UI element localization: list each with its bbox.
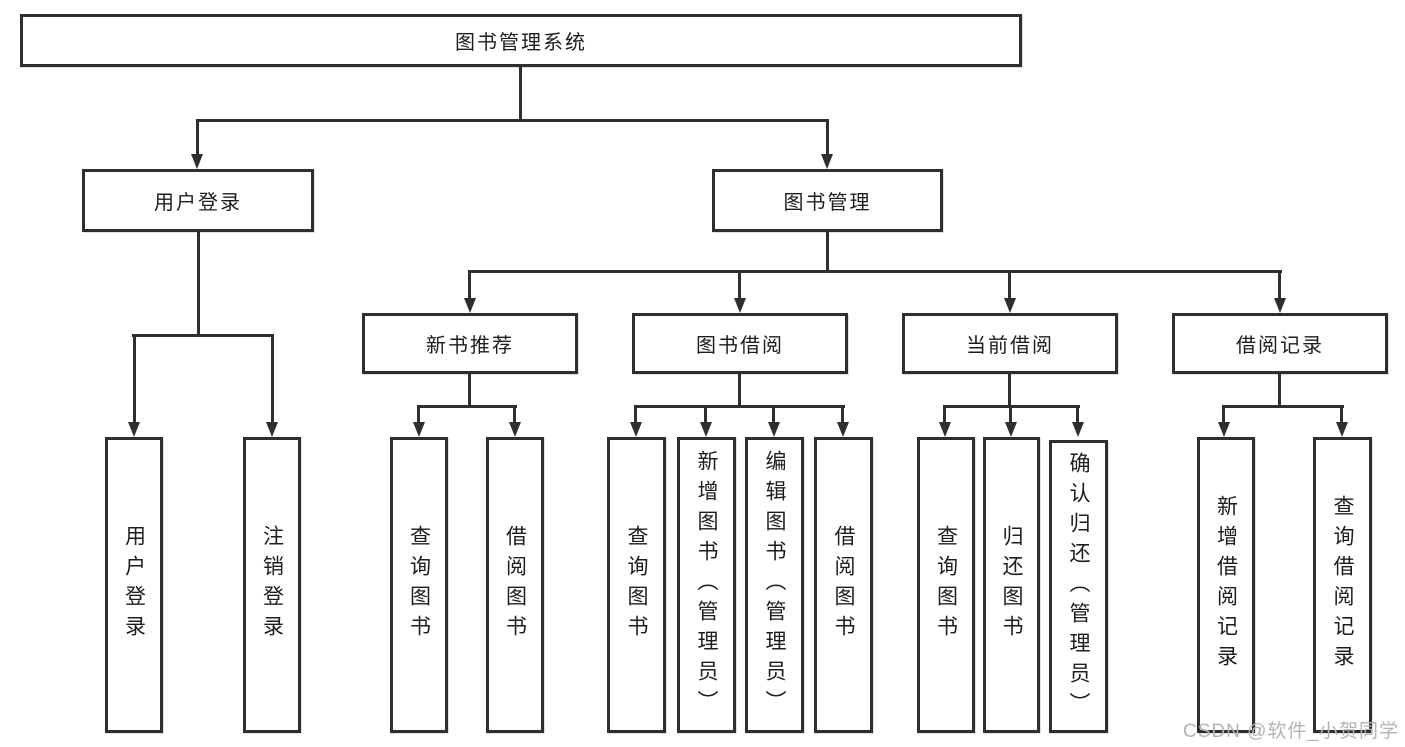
leaf-bb-query-books: 查询图书 [607,437,666,733]
node-current-borrow: 当前借阅 [902,313,1118,374]
connector-line [841,407,844,424]
leaf-nb-borrow-books: 借阅图书 [486,437,544,733]
connector-line [196,121,199,156]
node-current-borrow-label: 当前借阅 [966,335,1054,357]
arrowhead-down-icon [266,422,278,437]
connector-line [1222,405,1344,408]
leaf-user-login: 用户登录 [105,437,163,733]
connector-line [738,374,741,407]
arrowhead-down-icon [1072,422,1084,437]
leaf-logout: 注销登录 [243,437,301,733]
arrowhead-down-icon [768,422,780,437]
arrowhead-down-icon [1005,422,1017,437]
node-root: 图书管理系统 [20,14,1022,67]
connector-line [417,407,420,424]
leaf-br-query-record: 查询借阅记录 [1313,437,1372,733]
arrowhead-down-icon [700,422,712,437]
connector-line [1278,374,1281,407]
node-new-book-recommend-label: 新书推荐 [426,335,514,357]
leaf-user-login-label: 用户登录 [122,525,146,645]
arrowhead-down-icon [1274,298,1286,313]
connector-line [943,405,1080,408]
arrowhead-down-icon [821,154,833,169]
arrowhead-down-icon [630,422,642,437]
leaf-nb-borrow-books-label: 借阅图书 [503,525,527,645]
connector-line [468,270,1282,273]
arrowhead-down-icon [939,422,951,437]
leaf-br-query-record-label: 查询借阅记录 [1331,495,1354,675]
leaf-bb-borrow-books-label: 借阅图书 [832,525,855,645]
leaf-nb-query-books-label: 查询图书 [407,525,431,645]
connector-line [468,374,471,407]
node-borrow-records-label: 借阅记录 [1236,335,1324,357]
leaf-cb-query-books: 查询图书 [917,437,975,733]
leaf-cb-confirm-return-label: 确认归还（管理员） [1067,451,1090,722]
leaf-logout-label: 注销登录 [260,525,284,645]
leaf-br-add-record-label: 新增借阅记录 [1214,495,1238,675]
node-book-borrow-label: 图书借阅 [696,335,784,357]
arrowhead-down-icon [128,422,140,437]
leaf-bb-query-books-label: 查询图书 [625,525,648,645]
leaf-nb-query-books: 查询图书 [390,437,448,733]
connector-line [1278,272,1281,300]
arrowhead-down-icon [413,422,425,437]
connector-line [132,334,274,337]
arrowhead-down-icon [837,422,849,437]
connector-line [1222,407,1225,424]
leaf-bb-edit-books: 编辑图书（管理员） [745,437,804,733]
connector-line [634,407,637,424]
node-root-label: 图书管理系统 [455,32,587,54]
arrowhead-down-icon [191,154,203,169]
node-user-login: 用户登录 [82,169,314,232]
connector-line [1076,407,1079,424]
node-book-management: 图书管理 [712,169,943,232]
connector-line [772,407,775,424]
leaf-cb-return-books: 归还图书 [983,437,1040,733]
connector-line [519,67,522,121]
arrowhead-down-icon [464,298,476,313]
connector-line [826,232,829,272]
connector-line [417,405,517,408]
connector-line [943,407,946,424]
leaf-cb-query-books-label: 查询图书 [934,525,958,645]
connector-line [271,336,274,424]
connector-line [634,405,845,408]
connector-line [704,407,707,424]
leaf-br-add-record: 新增借阅记录 [1197,437,1255,733]
node-borrow-records: 借阅记录 [1172,313,1388,374]
leaf-cb-return-books-label: 归还图书 [1000,525,1023,645]
connector-line [1008,374,1011,407]
node-book-management-label: 图书管理 [783,192,872,214]
arrowhead-down-icon [734,298,746,313]
connector-line [197,232,200,336]
watermark: CSDN @软件_小贺同学 [1183,721,1399,742]
connector-line [133,336,136,424]
connector-line [1009,407,1012,424]
connector-line [513,407,516,424]
connector-line [738,272,741,300]
arrowhead-down-icon [509,422,521,437]
connector-line [1008,272,1011,300]
leaf-cb-confirm-return: 确认归还（管理员） [1049,440,1108,733]
leaf-bb-add-books-label: 新增图书（管理员） [695,450,718,720]
node-book-borrow: 图书借阅 [632,313,848,374]
connector-line [196,119,829,122]
connector-line [468,272,471,300]
leaf-bb-add-books: 新增图书（管理员） [677,437,736,733]
node-user-login-label: 用户登录 [154,192,242,214]
connector-line [826,121,829,156]
node-new-book-recommend: 新书推荐 [362,313,578,374]
arrowhead-down-icon [1218,422,1230,437]
leaf-bb-borrow-books: 借阅图书 [814,437,873,733]
arrowhead-down-icon [1336,422,1348,437]
arrowhead-down-icon [1004,298,1016,313]
connector-line [1340,407,1343,424]
leaf-bb-edit-books-label: 编辑图书（管理员） [763,450,786,720]
